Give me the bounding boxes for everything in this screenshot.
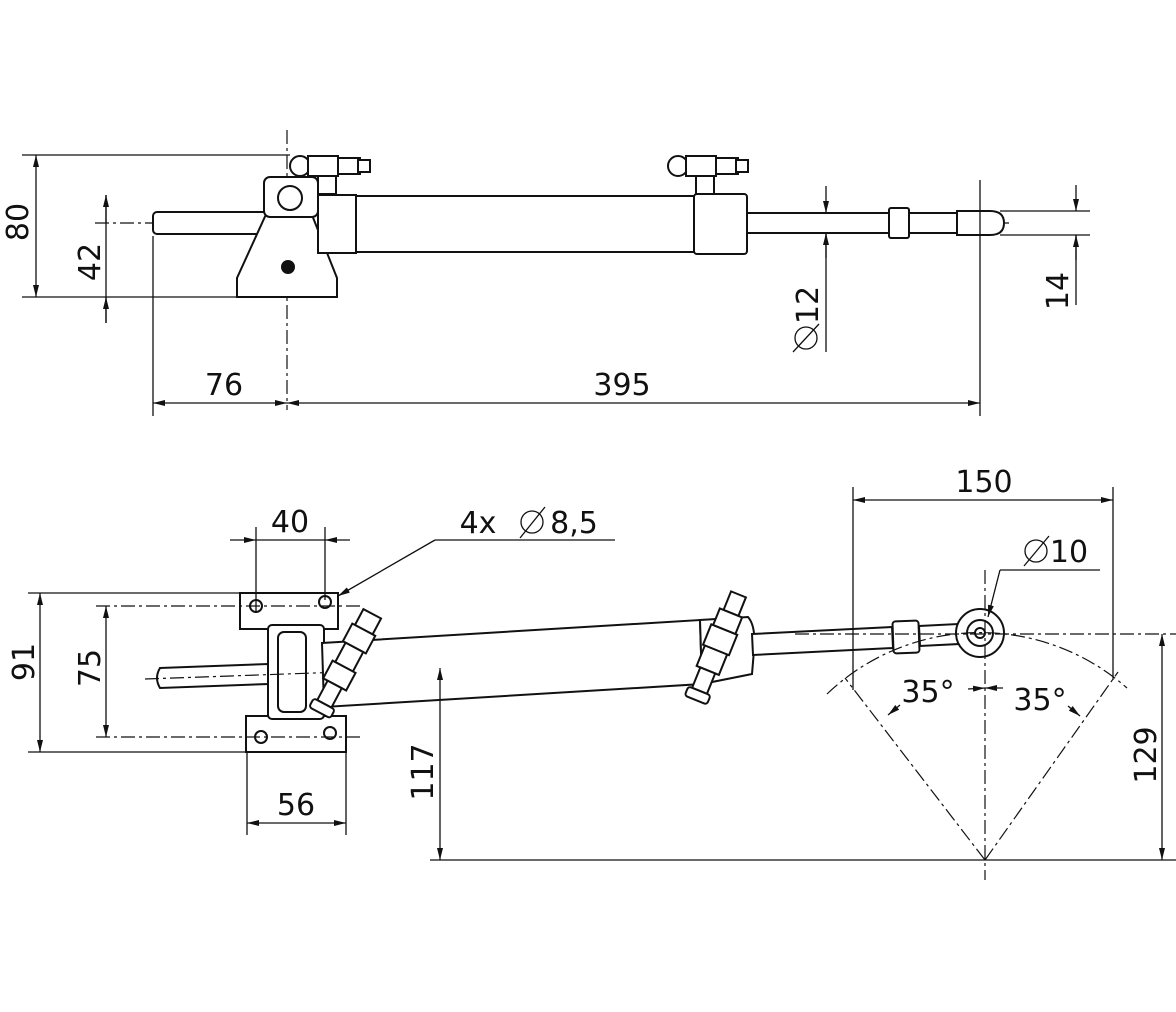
cylinder-body-top	[320, 618, 704, 709]
hydraulic-fitting-right-top	[684, 590, 748, 705]
piston-rod-top	[750, 625, 895, 657]
dim-swing-span: 150	[955, 465, 1012, 500]
dim-rod-end-width: 14	[1041, 272, 1076, 310]
mount-hole-icon	[323, 726, 337, 740]
pivot-barrel	[277, 631, 307, 713]
side-view: 80 42 76 395 12 14	[1, 130, 1090, 416]
dim-length-to-pivot: 76	[205, 368, 243, 403]
dim-rod-diameter: 12	[791, 286, 826, 324]
top-view: 35° 35° 40 4x 8,5 150 10 91 75	[7, 465, 1176, 880]
cylinder-gland-left	[317, 194, 357, 254]
dim-eye-diameter: 10	[1050, 535, 1088, 570]
bracket-bottom	[245, 715, 347, 753]
diameter-symbol-icon	[1024, 539, 1048, 563]
cylinder-body	[355, 195, 697, 253]
mount-bolt-icon	[281, 260, 295, 274]
dim-height-pivot: 42	[73, 243, 108, 281]
rod-left	[152, 211, 269, 235]
dim-pivot-offset: 117	[406, 743, 441, 800]
hydraulic-fitting-right	[667, 155, 749, 195]
dim-bracket-base-width: 56	[277, 788, 315, 823]
dim-bracket-width: 40	[271, 505, 309, 540]
hydraulic-fitting-left	[289, 155, 371, 195]
pivot-block	[263, 176, 319, 218]
rod-left-top	[156, 662, 269, 690]
rod-nut	[888, 207, 910, 239]
cylinder-head	[693, 193, 748, 255]
angle-left-label: 35°	[901, 675, 954, 710]
angle-right-label: 35°	[1013, 683, 1066, 718]
rod-extension-top	[917, 622, 961, 648]
diameter-symbol-icon	[794, 326, 818, 350]
hydraulic-fitting-left-top	[309, 607, 383, 719]
dim-height-overall: 80	[1, 203, 36, 241]
swing-arc	[826, 632, 1128, 695]
diameter-symbol-icon	[520, 510, 544, 534]
dim-length-pivot-to-end: 395	[593, 368, 650, 403]
dim-bracket-height-outer: 91	[7, 643, 42, 681]
pivot-boss	[277, 185, 303, 211]
mount-holes-diameter: 8,5	[550, 506, 598, 541]
dim-bracket-height-holes: 75	[73, 649, 108, 687]
mount-holes-count: 4x	[460, 506, 497, 541]
dim-swing-radius: 129	[1129, 726, 1164, 783]
rod-extension	[908, 212, 958, 234]
piston-rod	[746, 212, 890, 234]
